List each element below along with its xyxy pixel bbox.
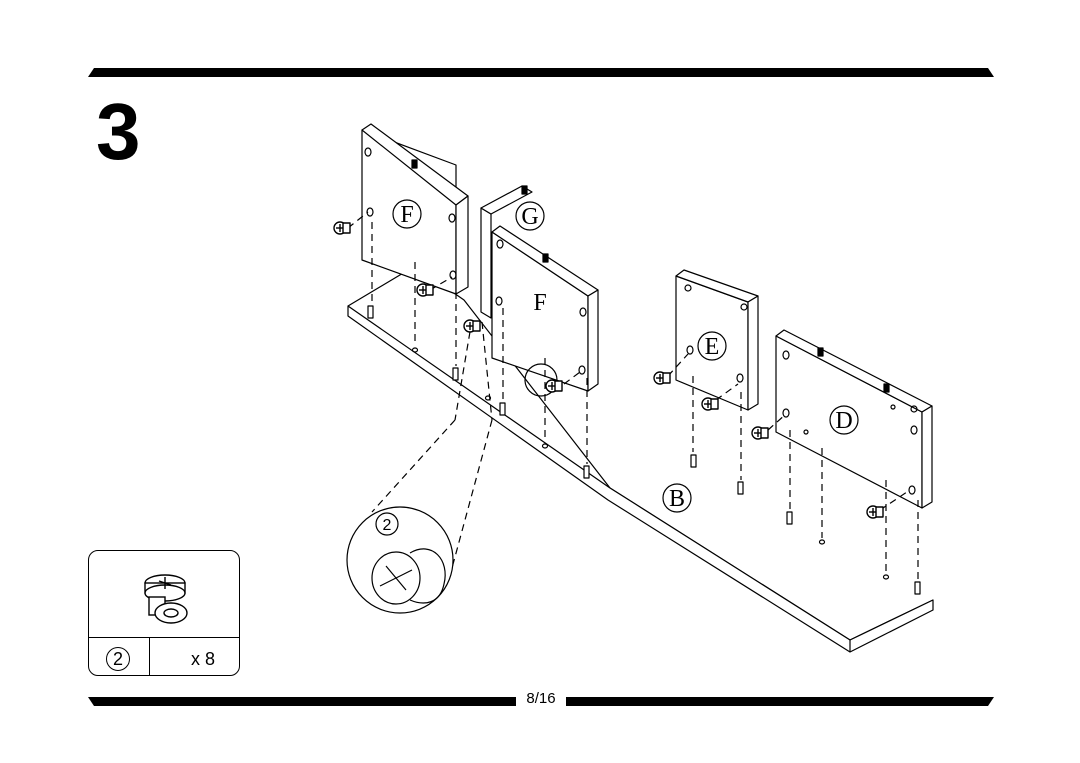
label-g: G xyxy=(521,204,538,230)
top-rule xyxy=(88,68,994,77)
callout-id: 2 xyxy=(383,517,392,534)
part-id-badge: 2 xyxy=(106,647,130,671)
label-f-front: F xyxy=(533,290,546,316)
cam-locks xyxy=(333,221,884,519)
step-number: 3 xyxy=(96,87,140,176)
panel-label-circles xyxy=(392,199,859,513)
label-f-rear: F xyxy=(400,202,413,228)
label-b: B xyxy=(669,486,685,512)
board-holes xyxy=(411,347,890,580)
part-quantity: x 8 xyxy=(191,649,216,669)
parts-box-vdivider xyxy=(149,637,150,675)
label-e: E xyxy=(705,334,720,360)
cam-lock-icon xyxy=(144,574,188,624)
detail-callout xyxy=(346,506,454,614)
page-number: 8/16 xyxy=(516,690,566,708)
parts-box: 2 x 8 xyxy=(88,550,240,676)
parts-box-divider xyxy=(89,637,239,638)
panel-g xyxy=(480,185,533,319)
dowels xyxy=(367,159,921,595)
label-d: D xyxy=(835,408,852,434)
